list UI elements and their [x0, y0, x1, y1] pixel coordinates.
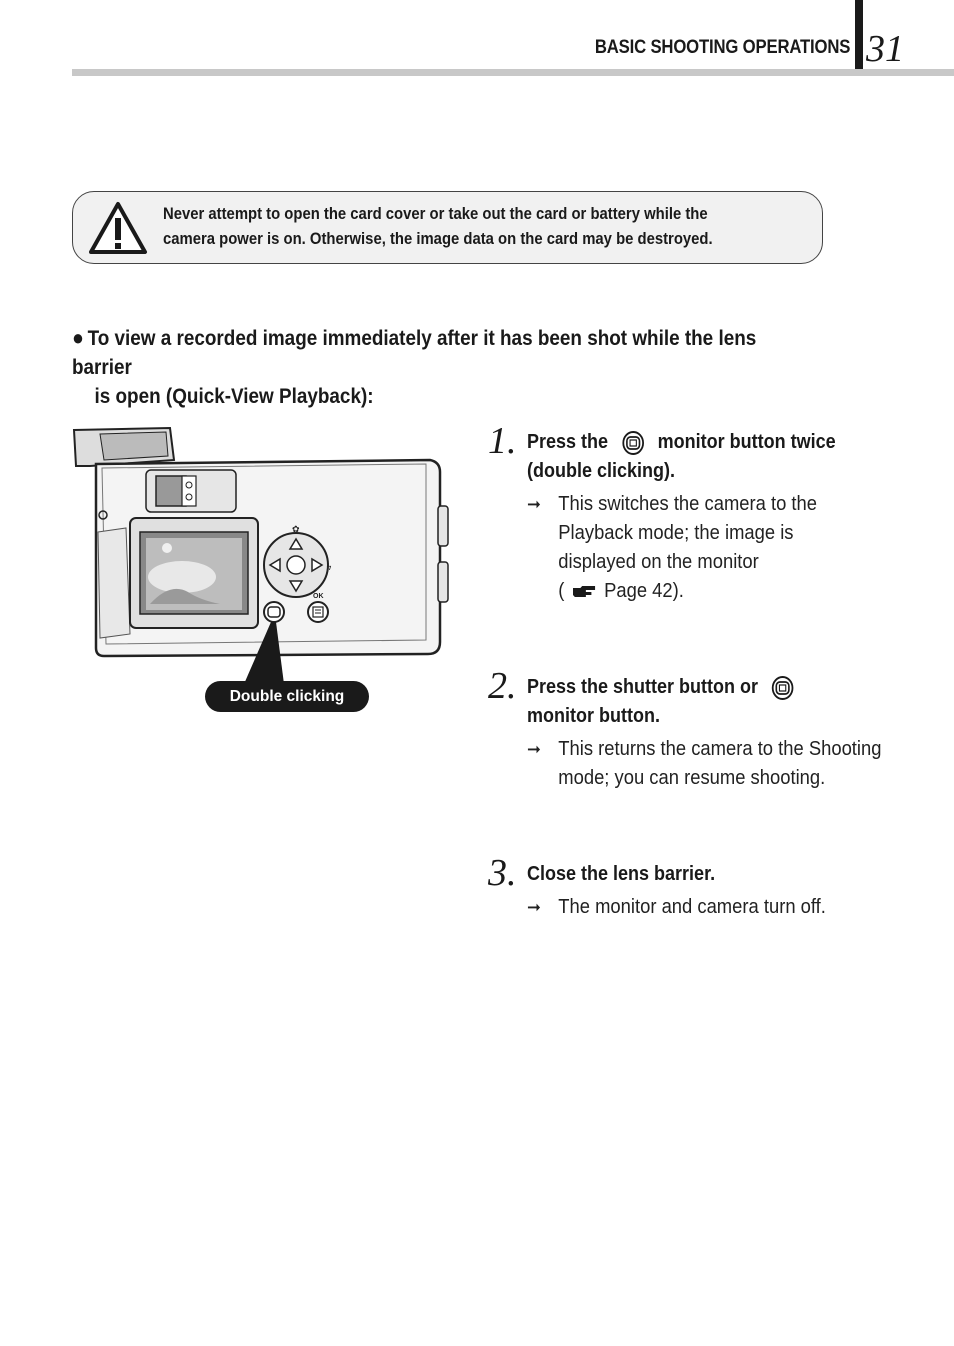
warning-text: Never attempt to open the card cover or … — [163, 202, 757, 252]
ok-label: OK — [313, 593, 324, 600]
step-title: Close the lens barrier. — [527, 863, 716, 885]
section-heading: ●To view a recorded image immediately af… — [72, 323, 819, 411]
pointing-hand-icon — [573, 585, 596, 597]
step-number: 1. — [488, 420, 517, 462]
step-title: Press the monitor button twice (double c… — [527, 430, 836, 482]
step-description: ➞ This switches the camera to the Playba… — [527, 490, 858, 606]
arrow-icon: ➞ — [527, 897, 541, 917]
step-title: Press the shutter button or monitor butt… — [527, 673, 887, 731]
bullet-icon: ● — [72, 325, 84, 350]
warning-line-1: Never attempt to open the card cover or … — [163, 205, 708, 223]
header-bar — [855, 0, 863, 74]
heading-line-2: is open (Quick-View Playback): — [94, 385, 374, 408]
section-title: BASIC SHOOTING OPERATIONS — [594, 37, 851, 58]
arrow-icon: ➞ — [527, 494, 541, 514]
step-description: ➞ This returns the camera to the Shootin… — [527, 735, 881, 793]
warning-triangle-icon — [89, 202, 147, 254]
monitor-button-icon — [772, 675, 794, 700]
warning-box: Never attempt to open the card cover or … — [72, 191, 823, 264]
svg-text:ϟ: ϟ — [326, 563, 332, 573]
double-clicking-callout: Double clicking — [205, 681, 369, 712]
page-number: 31 — [866, 28, 904, 70]
arrow-icon: ➞ — [527, 739, 541, 759]
heading-line-1: To view a recorded image immediately aft… — [72, 327, 757, 379]
step-number: 2. — [488, 665, 517, 707]
step-number: 3. — [488, 852, 517, 894]
camera-back-illustration: ✿ ϟ OK — [72, 426, 449, 684]
warning-line-2: camera power is on. Otherwise, the image… — [163, 230, 713, 248]
monitor-button-icon — [622, 430, 644, 455]
header-rule — [72, 69, 954, 76]
svg-text:✿: ✿ — [292, 525, 300, 535]
step-description: ➞ The monitor and camera turn off. — [527, 893, 858, 922]
